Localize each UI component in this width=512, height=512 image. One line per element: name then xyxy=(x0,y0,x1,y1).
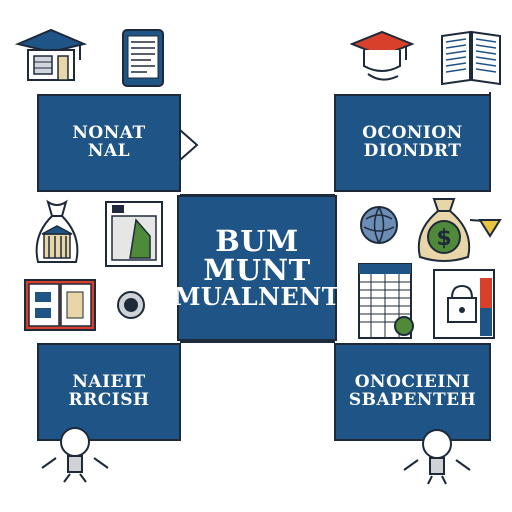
open-ledger-icon xyxy=(24,279,96,331)
money-bag-building-icon xyxy=(35,199,79,263)
graduation-cap-icon xyxy=(350,30,414,81)
lightbulb-right-icon xyxy=(403,429,471,485)
coin-icon xyxy=(117,291,145,319)
tablet-document-icon xyxy=(122,29,164,87)
open-book-icon xyxy=(441,30,501,86)
top-right-box-line2: DIONDRT xyxy=(363,141,462,161)
bottom-left-box-line1: NAIEIT xyxy=(72,372,146,393)
top-left-box: NONAT NAL xyxy=(37,94,181,192)
spreadsheet-icon xyxy=(358,263,414,339)
clipboard-lock-icon xyxy=(433,269,495,339)
center-box: BUM MUNT MUALNENT xyxy=(173,195,341,341)
center-box-line1: BUM xyxy=(215,224,299,258)
top-right-box-line1: OCONION xyxy=(362,123,463,144)
svg-text:$: $ xyxy=(436,226,451,251)
top-left-box-line1: NONAT xyxy=(72,123,146,144)
center-box-line3: MUALNENT xyxy=(173,282,341,311)
top-right-box: OCONION DIONDRT xyxy=(334,94,491,192)
lightbulb-left-icon xyxy=(41,427,109,483)
bottom-left-box-line2: RRCISH xyxy=(68,390,150,410)
dollar-bag-icon: $ xyxy=(417,198,471,262)
bottom-right-box-line1: ONOCIEINI xyxy=(354,372,471,393)
framed-picture-icon xyxy=(105,201,163,267)
globe-icon xyxy=(360,206,398,244)
top-left-box-line2: NAL xyxy=(87,141,131,161)
graduation-house-icon xyxy=(14,28,88,81)
center-box-line2: MUNT xyxy=(203,253,311,287)
pen-nib-icon xyxy=(478,219,502,238)
bottom-right-box-line2: SBAPENTEH xyxy=(348,390,477,410)
bottom-right-box: ONOCIEINI SBAPENTEH xyxy=(334,343,491,441)
bottom-left-box: NAIEIT RRCISH xyxy=(37,343,181,441)
